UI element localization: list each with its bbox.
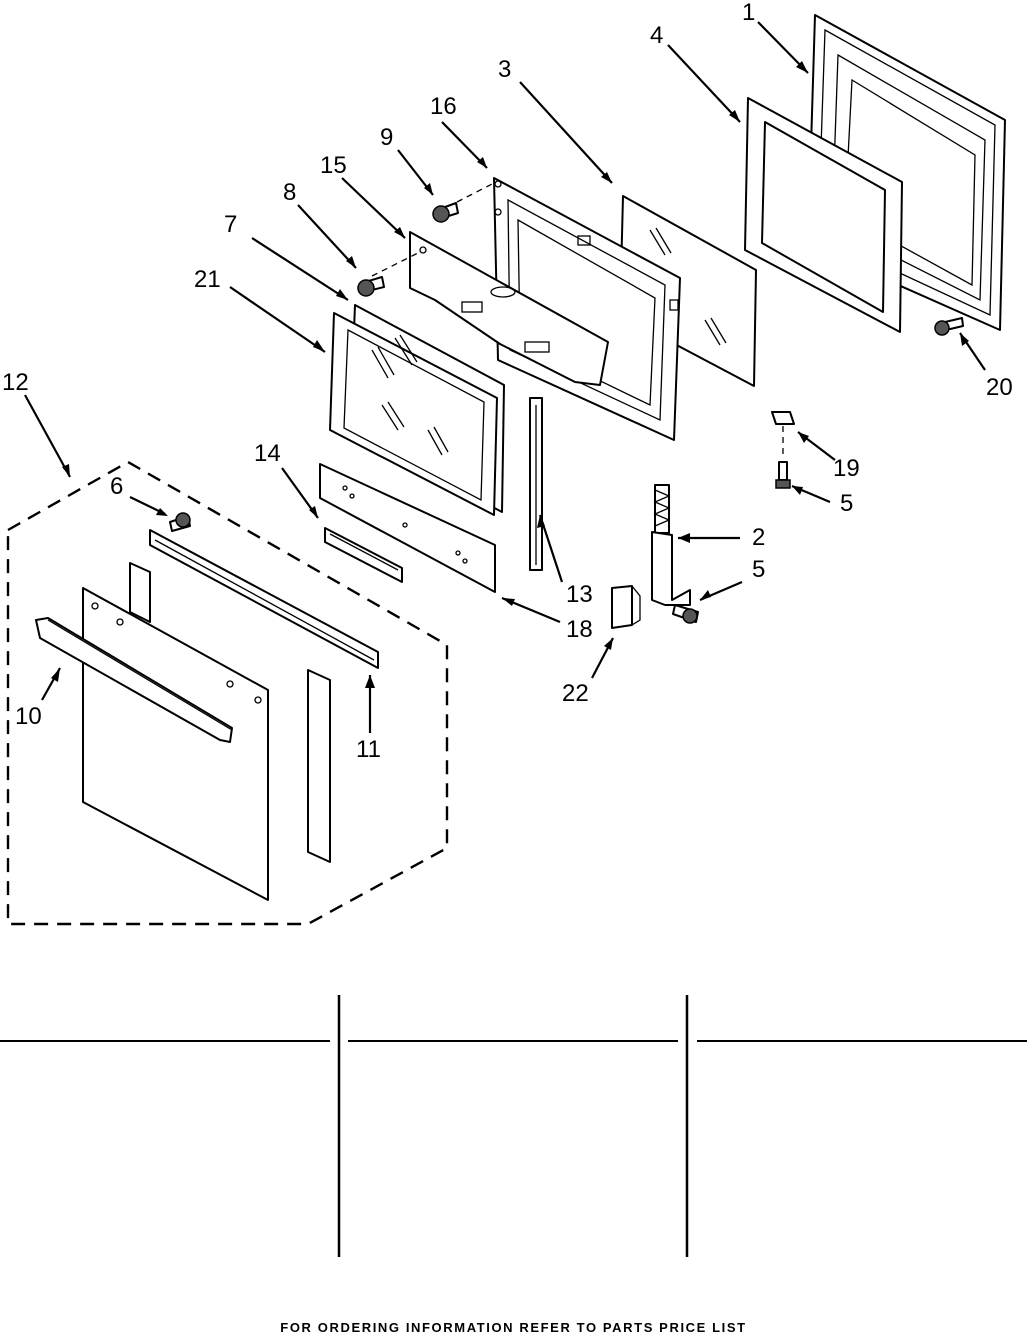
screw-part-8 (357, 276, 385, 297)
callout-5-lower: 5 (752, 556, 765, 583)
callout-3: 3 (498, 56, 511, 83)
door-frame-part-4 (744, 97, 903, 333)
callout-11: 11 (356, 736, 381, 763)
callout-21: 21 (194, 266, 221, 293)
callout-18: 18 (566, 616, 593, 643)
rail-part-13 (529, 397, 543, 571)
hinge-part-2 (651, 484, 691, 606)
outer-glass-part-21 (329, 312, 498, 516)
callout-2: 2 (752, 524, 765, 551)
vent-trim-part-18 (319, 463, 496, 593)
callout-13: 13 (566, 581, 593, 608)
parts-list-table (0, 995, 1027, 1257)
callout-22: 22 (562, 680, 589, 707)
clip-part-19 (771, 411, 795, 425)
bracket-plate-part-15 (409, 231, 609, 386)
alignment-line-8 (371, 251, 421, 277)
side-strip-left (129, 562, 151, 623)
callout-14: 14 (254, 440, 281, 467)
callout-12: 12 (2, 369, 29, 396)
arrowheads (51, 61, 969, 688)
callout-7: 7 (224, 211, 237, 238)
ordering-footer: FOR ORDERING INFORMATION REFER TO PARTS … (280, 1320, 747, 1335)
door-handle-part-10 (35, 617, 233, 743)
callout-8: 8 (283, 179, 296, 206)
door-trim-part-11 (149, 529, 379, 669)
callout-10: 10 (15, 703, 42, 730)
screw-part-5-upper (775, 461, 791, 489)
screw-part-5-lower (672, 604, 699, 624)
vent-channel-part-14 (324, 527, 403, 583)
callout-labels: 1 4 3 16 9 15 8 7 21 12 14 6 19 5 2 5 13… (2, 0, 1013, 763)
side-strip-right (307, 669, 331, 863)
callout-4: 4 (650, 22, 663, 49)
hinge-receiver-part-22 (611, 585, 641, 629)
callout-15: 15 (320, 152, 347, 179)
callout-20: 20 (986, 374, 1013, 401)
outer-door-panel (82, 587, 269, 901)
callout-9: 9 (380, 124, 393, 151)
callout-19: 19 (833, 455, 860, 482)
callout-16: 16 (430, 93, 457, 120)
callout-5-upper: 5 (840, 490, 853, 517)
callout-1: 1 (742, 0, 755, 26)
callout-6: 6 (110, 473, 123, 500)
screw-part-9 (432, 202, 459, 223)
screw-part-6 (169, 512, 191, 532)
alignment-line-9 (456, 182, 495, 203)
screw-part-20 (934, 317, 964, 336)
